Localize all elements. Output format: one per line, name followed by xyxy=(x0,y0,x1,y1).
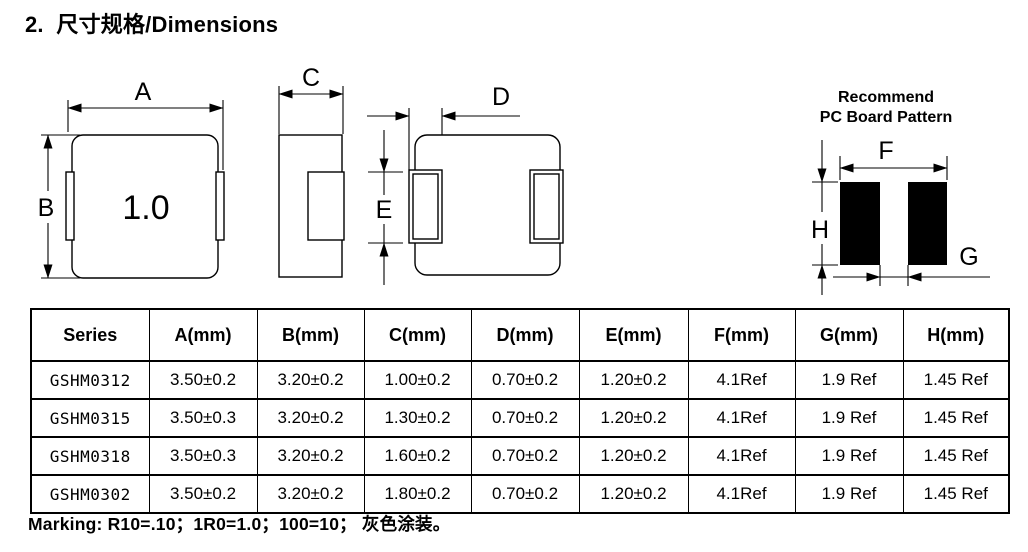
cell: 3.20±0.2 xyxy=(256,436,365,476)
table-row: GSHM0302 3.50±0.2 3.20±0.2 1.80±0.2 0.70… xyxy=(30,474,1010,514)
column-header: H(mm) xyxy=(902,308,1010,362)
cell: 4.1Ref xyxy=(687,360,796,400)
pcb-pad-right xyxy=(908,182,947,265)
cell: 4.1Ref xyxy=(687,474,796,514)
pcb-heading-line1: Recommend xyxy=(838,89,934,106)
cell: 3.50±0.2 xyxy=(148,474,258,514)
dimensions-table: Series A(mm) B(mm) C(mm) D(mm) E(mm) F(m… xyxy=(30,308,1010,514)
cell-series: GSHM0318 xyxy=(30,436,150,476)
dim-label-a: A xyxy=(135,78,152,106)
cell-series: GSHM0315 xyxy=(30,398,150,438)
cell: 0.70±0.2 xyxy=(470,436,580,476)
side-view-drawing: C xyxy=(278,64,345,278)
cell: 0.70±0.2 xyxy=(470,474,580,514)
label-e-mask xyxy=(371,195,397,224)
dim-label-c: C xyxy=(302,64,320,92)
column-header: D(mm) xyxy=(470,308,580,362)
cell: 3.20±0.2 xyxy=(256,398,365,438)
label-b-mask xyxy=(33,191,61,223)
cell: 1.20±0.2 xyxy=(578,474,689,514)
column-header: A(mm) xyxy=(148,308,258,362)
dim-label-f: F xyxy=(878,137,893,165)
terminal-tab-left xyxy=(65,171,75,241)
dim-label-e: E xyxy=(376,196,393,224)
cell: 0.70±0.2 xyxy=(470,360,580,400)
cell: 1.20±0.2 xyxy=(578,436,689,476)
pad-right-inner xyxy=(533,173,560,240)
column-header: C(mm) xyxy=(363,308,472,362)
cell-series: GSHM0312 xyxy=(30,360,150,400)
column-header: G(mm) xyxy=(794,308,904,362)
dim-label-d: D xyxy=(492,83,510,111)
column-header: F(mm) xyxy=(687,308,796,362)
pad-left-inner xyxy=(412,173,439,240)
dim-label-b: B xyxy=(38,194,55,222)
dim-label-h: H xyxy=(811,216,829,244)
part-marking-text: 1.0 xyxy=(122,189,169,227)
cell: 1.20±0.2 xyxy=(578,398,689,438)
column-header: B(mm) xyxy=(256,308,365,362)
cell: 3.50±0.2 xyxy=(148,360,258,400)
marking-note: Marking: R10=.10；1R0=1.0；100=10； 灰色涂装。 xyxy=(28,514,451,534)
terminal-side xyxy=(307,171,345,241)
cell: 1.30±0.2 xyxy=(363,398,472,438)
pcb-pad-left xyxy=(840,182,880,265)
cell: 1.9 Ref xyxy=(794,398,904,438)
pcb-heading-line2: PC Board Pattern xyxy=(820,109,952,126)
cell: 1.9 Ref xyxy=(794,360,904,400)
cell: 1.45 Ref xyxy=(902,398,1010,438)
cell: 1.60±0.2 xyxy=(363,436,472,476)
column-header: Series xyxy=(30,308,150,362)
cell: 4.1Ref xyxy=(687,398,796,438)
label-h-mask xyxy=(806,212,837,244)
column-header: E(mm) xyxy=(578,308,689,362)
section-title: 2. 尺寸规格/Dimensions xyxy=(25,12,279,37)
cell: 4.1Ref xyxy=(687,436,796,476)
cell: 1.45 Ref xyxy=(902,474,1010,514)
cell: 1.20±0.2 xyxy=(578,360,689,400)
top-view-drawing: A B 1.0 xyxy=(33,78,225,279)
table-row: GSHM0312 3.50±0.2 3.20±0.2 1.00±0.2 0.70… xyxy=(30,360,1010,400)
cell: 1.80±0.2 xyxy=(363,474,472,514)
pcb-pattern-drawing: Recommend PC Board Pattern F H G xyxy=(806,89,990,295)
terminal-tab-right xyxy=(215,171,225,241)
cell: 1.45 Ref xyxy=(902,436,1010,476)
table-header-row: Series A(mm) B(mm) C(mm) D(mm) E(mm) F(m… xyxy=(30,308,1010,362)
bottom-view-drawing: D E xyxy=(367,83,564,285)
cell: 1.9 Ref xyxy=(794,436,904,476)
dim-label-g: G xyxy=(959,243,978,271)
cell: 3.50±0.3 xyxy=(148,398,258,438)
table-row: GSHM0315 3.50±0.3 3.20±0.2 1.30±0.2 0.70… xyxy=(30,398,1010,438)
table-row: GSHM0318 3.50±0.3 3.20±0.2 1.60±0.2 0.70… xyxy=(30,436,1010,476)
dimension-drawings: A B 1.0 C xyxy=(33,64,990,295)
cell-series: GSHM0302 xyxy=(30,474,150,514)
cell: 0.70±0.2 xyxy=(470,398,580,438)
cell: 3.20±0.2 xyxy=(256,360,365,400)
cell: 1.00±0.2 xyxy=(363,360,472,400)
cell: 1.9 Ref xyxy=(794,474,904,514)
cell: 3.20±0.2 xyxy=(256,474,365,514)
cell: 1.45 Ref xyxy=(902,360,1010,400)
cell: 3.50±0.3 xyxy=(148,436,258,476)
